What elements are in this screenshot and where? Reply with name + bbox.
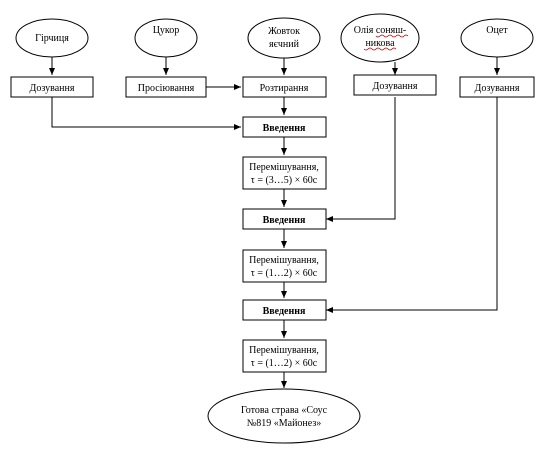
node-oil-label-line2: никова <box>365 38 395 49</box>
node-mix-3-label-line1: Перемішування, <box>249 345 319 356</box>
node-mix-2: Перемішування, τ = (1…2) × 60с <box>242 249 327 283</box>
node-mix-1-label-line1: Перемішування, <box>249 162 319 173</box>
node-vinegar-label: Оцет <box>486 25 508 36</box>
node-oil: Олія соняш- никова <box>340 13 420 63</box>
node-mix-1: Перемішування, τ = (3…5) × 60с <box>242 156 327 190</box>
node-yolk: Жовток яєчний <box>247 17 321 59</box>
edge-dosing-vinegar-to-intro3 <box>326 97 498 313</box>
node-mix-2-label-line1: Перемішування, <box>249 255 319 266</box>
node-intro-3: Введення <box>242 299 327 321</box>
node-mustard-label: Гірчиця <box>35 33 69 44</box>
node-oil-label-word: Олія <box>354 25 374 36</box>
node-intro-2: Введення <box>242 208 327 230</box>
node-mustard: Гірчиця <box>15 18 89 58</box>
node-dosing-mustard-label: Дозування <box>30 83 75 94</box>
node-mix-3: Перемішування, τ = (1…2) × 60с <box>242 339 327 373</box>
node-yolk-label-line2: яєчний <box>269 39 300 50</box>
edge-dosing-mustard-to-intro1 <box>51 97 241 130</box>
node-dosing-mustard: Дозування <box>10 76 94 98</box>
spellcheck-underline <box>375 34 409 38</box>
node-dosing-oil: Дозування <box>353 74 437 96</box>
node-mix-1-label-line2: τ = (3…5) × 60с <box>251 175 318 186</box>
node-grinding-label: Розтирання <box>260 83 309 94</box>
edge-dosing-oil-to-intro2 <box>326 97 396 222</box>
node-oil-label-line1: Олія соняш- <box>354 25 407 36</box>
spellcheck-underline-2 <box>363 47 397 51</box>
node-grinding: Розтирання <box>242 76 327 98</box>
node-dosing-vinegar: Дозування <box>459 76 535 98</box>
node-output-label-line1: Готова страва «Соус <box>241 405 328 416</box>
node-output-label-line2: №819 «Майонез» <box>247 418 322 429</box>
node-oil-label-word2: соняш- <box>376 25 406 36</box>
node-sifting: Просіювання <box>125 76 207 98</box>
node-yolk-label-line1: Жовток <box>268 26 300 37</box>
node-mix-3-label-line2: τ = (1…2) × 60с <box>251 358 318 369</box>
node-sugar: Цукор <box>134 18 198 58</box>
edges <box>49 57 500 388</box>
node-output: Готова страва «Соус №819 «Майонез» <box>207 388 361 444</box>
node-vinegar: Оцет <box>460 18 534 58</box>
node-dosing-vinegar-label: Дозування <box>475 83 520 94</box>
node-intro-2-label: Введення <box>263 215 306 226</box>
node-intro-3-label: Введення <box>263 306 306 317</box>
node-sugar-label: Цукор <box>153 25 180 36</box>
node-sifting-label: Просіювання <box>138 83 195 94</box>
node-intro-1: Введення <box>242 116 327 138</box>
node-dosing-oil-label: Дозування <box>373 81 418 92</box>
node-intro-1-label: Введення <box>263 123 306 134</box>
node-mix-2-label-line2: τ = (1…2) × 60с <box>251 268 318 279</box>
